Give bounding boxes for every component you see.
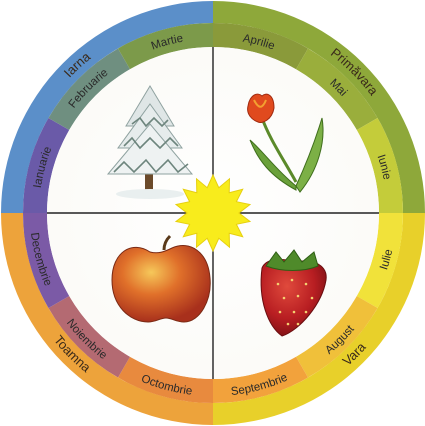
seasons-wheel: IarnaPrimăvaraVaraToamnaIanuarieFebruari… <box>0 0 425 426</box>
